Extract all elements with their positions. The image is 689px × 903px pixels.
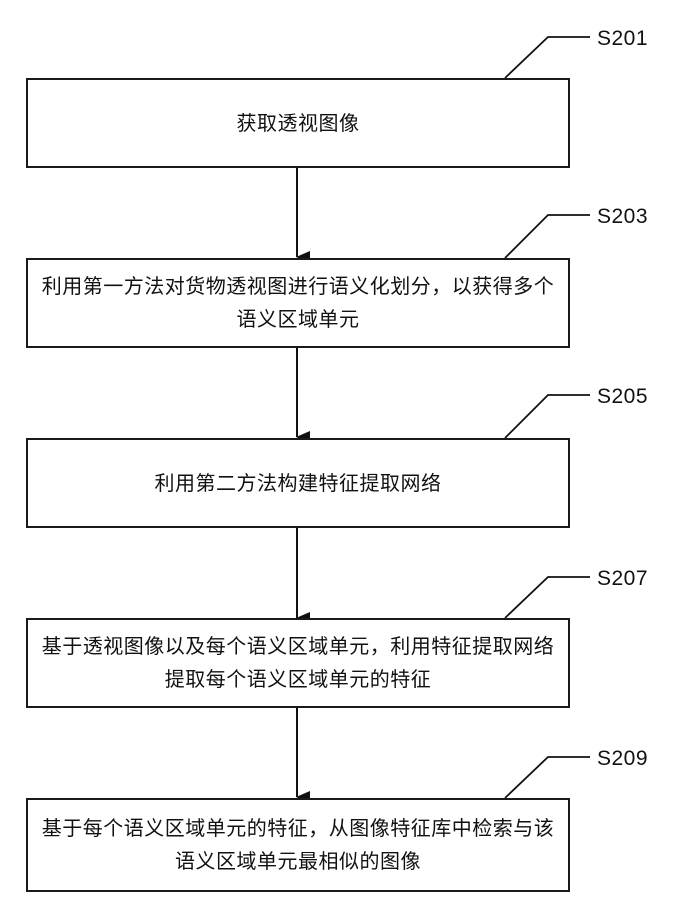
leader-line-s203 — [505, 215, 590, 258]
leader-line-s205 — [505, 395, 590, 438]
step-label-s201: S201 — [597, 27, 648, 51]
step-box-s203: 利用第一方法对货物透视图进行语义化划分，以获得多个语义区域单元 — [26, 258, 570, 348]
step-label-s205: S205 — [597, 385, 648, 409]
leader-line-s201 — [505, 37, 590, 78]
step-label-s203: S203 — [597, 205, 648, 229]
step-box-s205: 利用第二方法构建特征提取网络 — [26, 438, 570, 528]
step-label-s207: S207 — [597, 567, 648, 591]
step-text-s203: 利用第一方法对货物透视图进行语义化划分，以获得多个语义区域单元 — [28, 270, 568, 336]
leader-line-s209 — [505, 757, 590, 798]
step-text-s201: 获取透视图像 — [227, 107, 370, 140]
step-box-s201: 获取透视图像 — [26, 78, 570, 168]
step-box-s209: 基于每个语义区域单元的特征，从图像特征库中检索与该语义区域单元最相似的图像 — [26, 798, 570, 892]
step-text-s205: 利用第二方法构建特征提取网络 — [145, 467, 452, 500]
step-label-s209: S209 — [597, 747, 648, 771]
leader-line-s207 — [505, 577, 590, 618]
step-text-s209: 基于每个语义区域单元的特征，从图像特征库中检索与该语义区域单元最相似的图像 — [28, 812, 568, 878]
step-text-s207: 基于透视图像以及每个语义区域单元，利用特征提取网络提取每个语义区域单元的特征 — [28, 630, 568, 696]
step-box-s207: 基于透视图像以及每个语义区域单元，利用特征提取网络提取每个语义区域单元的特征 — [26, 618, 570, 708]
